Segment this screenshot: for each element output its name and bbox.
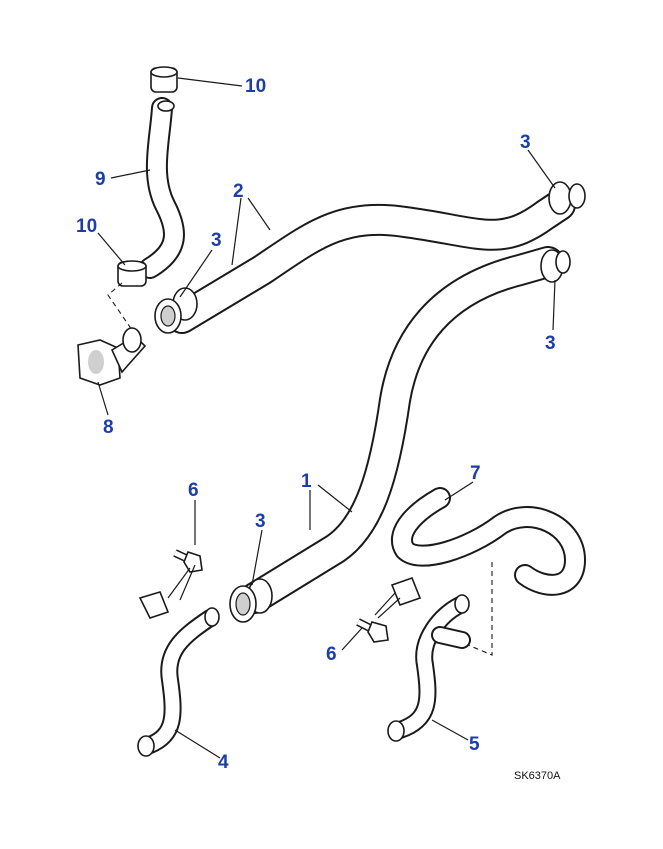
callout-labels: 10 9 10 2 3 3 3 8 7 1 6 3 6 4 5 (76, 76, 556, 773)
pipe-4 (137, 591, 220, 757)
bolt-6-right (356, 618, 389, 643)
assembly-line-pipe5 (467, 562, 493, 656)
callout-7: 7 (470, 463, 481, 484)
clip-3-top-right (548, 181, 586, 215)
callout-10-top: 10 (245, 76, 266, 97)
hose-1 (239, 246, 564, 614)
hose-2 (166, 189, 576, 334)
bleed-valve-8 (77, 327, 147, 386)
callout-6-right: 6 (326, 644, 337, 665)
assembly-line-clamp (107, 282, 133, 331)
clip-3-upper-left (154, 287, 198, 334)
callout-3-top-right: 3 (520, 132, 531, 153)
hose-7 (391, 487, 586, 596)
clip-3-lower (229, 578, 273, 623)
clip-3-right (540, 249, 571, 283)
leader-lines (97, 77, 556, 759)
clamp-10-lower (117, 260, 147, 287)
pipe-5 (387, 576, 471, 742)
clamp-10-top (150, 66, 178, 112)
callout-2: 2 (233, 181, 244, 202)
callout-9: 9 (95, 169, 106, 190)
callout-6-left: 6 (188, 480, 199, 501)
callout-1: 1 (301, 471, 312, 492)
callout-10-lower: 10 (76, 216, 97, 237)
drawing-reference-code: SK6370A (514, 770, 561, 782)
callout-5: 5 (469, 734, 480, 755)
callout-4: 4 (218, 752, 229, 773)
hose-9 (139, 97, 185, 279)
callout-8: 8 (103, 417, 114, 438)
callout-3-upper-left: 3 (211, 230, 222, 251)
bolt-6-left (173, 549, 203, 573)
callout-3-right: 3 (545, 333, 556, 354)
callout-3-lower: 3 (255, 511, 266, 532)
